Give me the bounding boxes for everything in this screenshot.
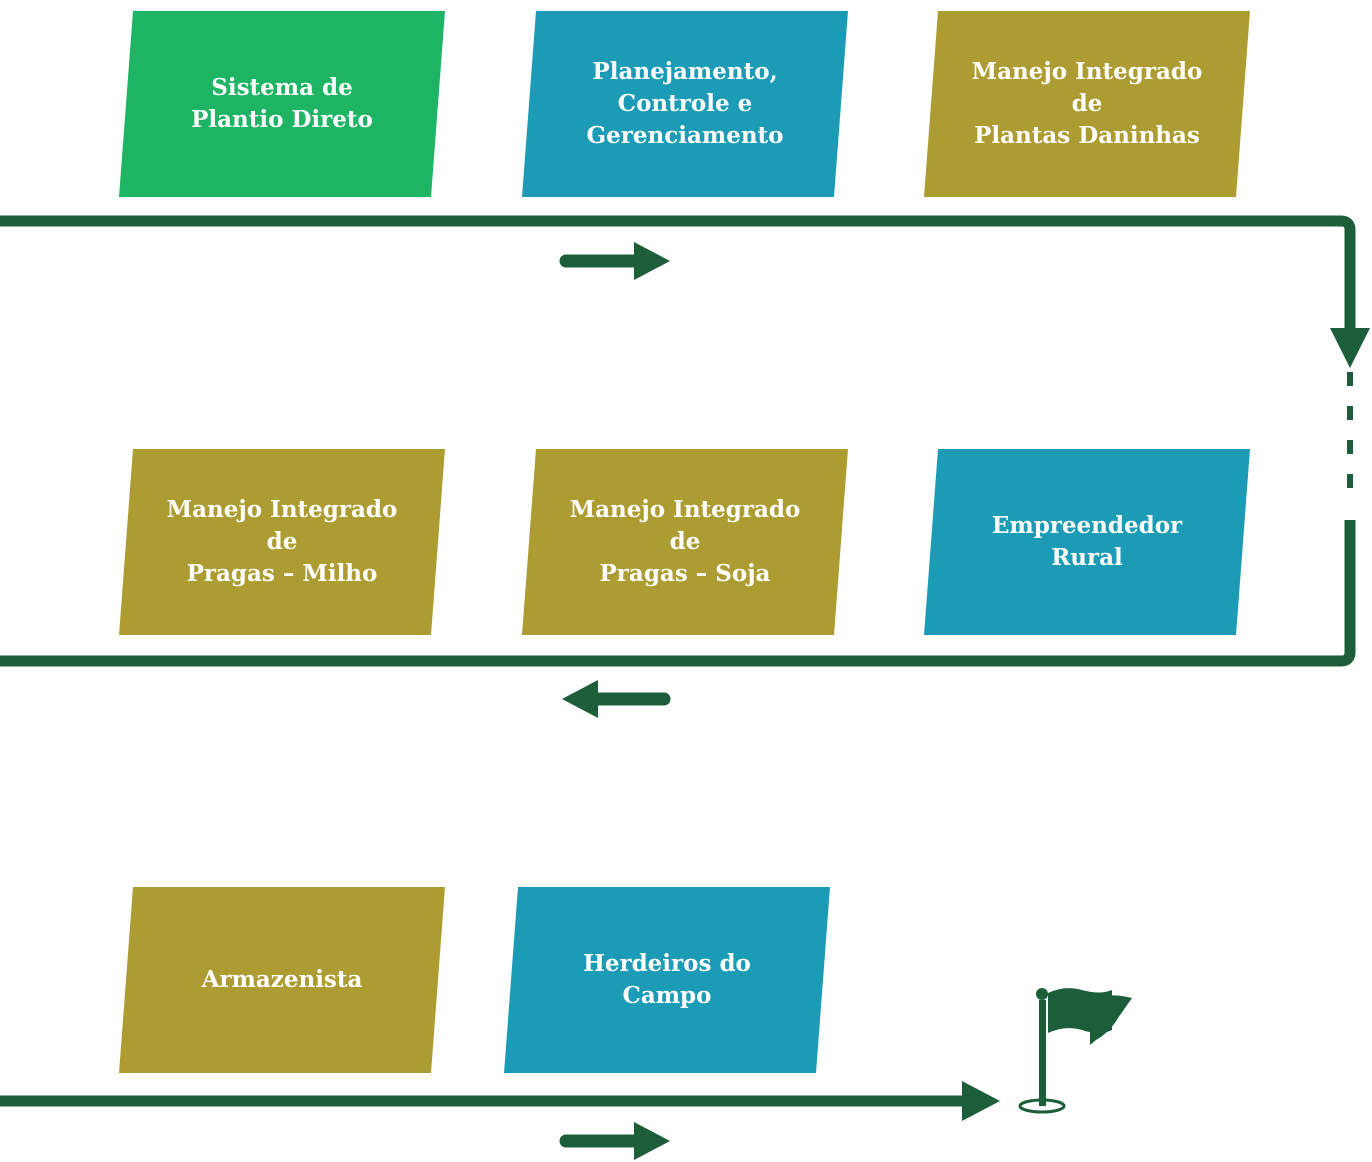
card-label: Armazenista <box>201 966 363 993</box>
card-label: Manejo Integrado de Pragas – Soja <box>569 496 801 587</box>
direction-arrow-right <box>559 1122 670 1160</box>
card-label: Herdeiros do Campo <box>583 950 751 1009</box>
down-arrowhead <box>1330 328 1370 368</box>
direction-arrow-right <box>559 242 670 280</box>
card-sistema-plantio-direto[interactable]: Sistema de Plantio Direto <box>119 11 445 197</box>
card-armazenista[interactable]: Armazenista <box>119 887 445 1073</box>
path-track-line <box>0 215 1356 667</box>
card-planejamento-controle-gerenciamento[interactable]: Planejamento, Controle e Gerenciamento <box>522 11 848 197</box>
direction-arrow-left <box>562 680 671 718</box>
card-manejo-pragas-milho[interactable]: Manejo Integrado de Pragas – Milho <box>119 449 445 635</box>
final-arrowhead <box>962 1081 1000 1121</box>
card-manejo-plantas-daninhas[interactable]: Manejo Integrado de Plantas Daninhas <box>924 11 1250 197</box>
card-label: Manejo Integrado de Pragas – Milho <box>166 496 398 587</box>
card-label: Sistema de Plantio Direto <box>191 74 373 133</box>
card-manejo-pragas-soja[interactable]: Manejo Integrado de Pragas – Soja <box>522 449 848 635</box>
card-label: Planejamento, Controle e Gerenciamento <box>586 58 784 149</box>
card-label: Manejo Integrado de Plantas Daninhas <box>971 58 1203 149</box>
card-empreendedor-rural[interactable]: Empreendedor Rural <box>924 449 1250 635</box>
card-herdeiros-do-campo[interactable]: Herdeiros do Campo <box>504 887 830 1073</box>
card-label: Empreendedor Rural <box>991 512 1183 571</box>
finish-flag-icon <box>1018 988 1132 1114</box>
